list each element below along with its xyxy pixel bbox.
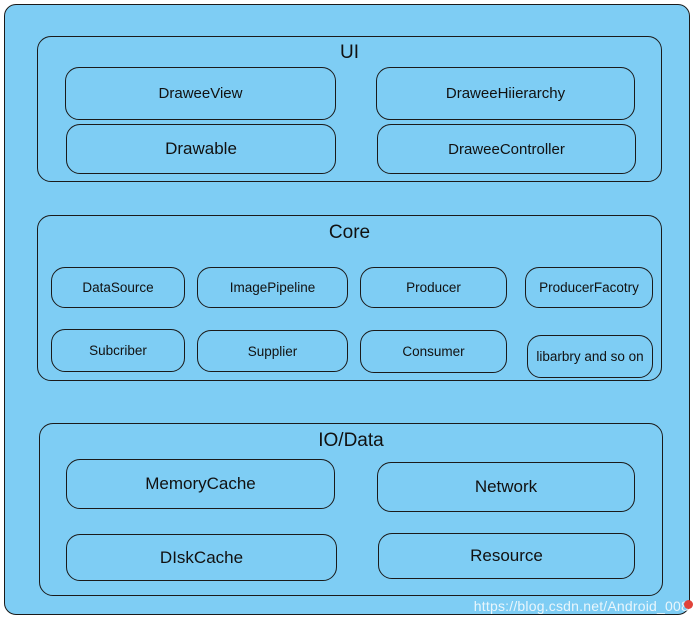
drawable-box: Drawable: [66, 124, 336, 174]
resource-box: Resource: [378, 533, 635, 579]
csdn-logo-icon: [684, 600, 693, 609]
io-group: IO/Data: [39, 423, 663, 596]
datasource-box: DataSource: [51, 267, 185, 308]
ui-group: UI: [37, 36, 662, 182]
io-group-title: IO/Data: [318, 430, 384, 451]
memorycache-box: MemoryCache: [66, 459, 335, 509]
producer-box: Producer: [360, 267, 507, 308]
draweecontroller-box: DraweeController: [377, 124, 636, 174]
producerfactory-box: ProducerFacotry: [525, 267, 653, 308]
network-box: Network: [377, 462, 635, 512]
consumer-box: Consumer: [360, 330, 507, 373]
watermark-text: https://blog.csdn.net/Android_008: [473, 598, 689, 614]
core-group: Core: [37, 215, 662, 381]
diskcache-box: DIskCache: [66, 534, 337, 581]
supplier-box: Supplier: [197, 330, 348, 372]
subcriber-box: Subcriber: [51, 329, 185, 372]
ui-group-title: UI: [340, 42, 359, 63]
core-group-title: Core: [328, 222, 371, 243]
imagepipeline-box: ImagePipeline: [197, 267, 348, 308]
draweehierarchy-box: DraweeHiierarchy: [376, 67, 635, 120]
library-box: libarbry and so on: [527, 335, 653, 378]
draweeview-box: DraweeView: [65, 67, 336, 120]
